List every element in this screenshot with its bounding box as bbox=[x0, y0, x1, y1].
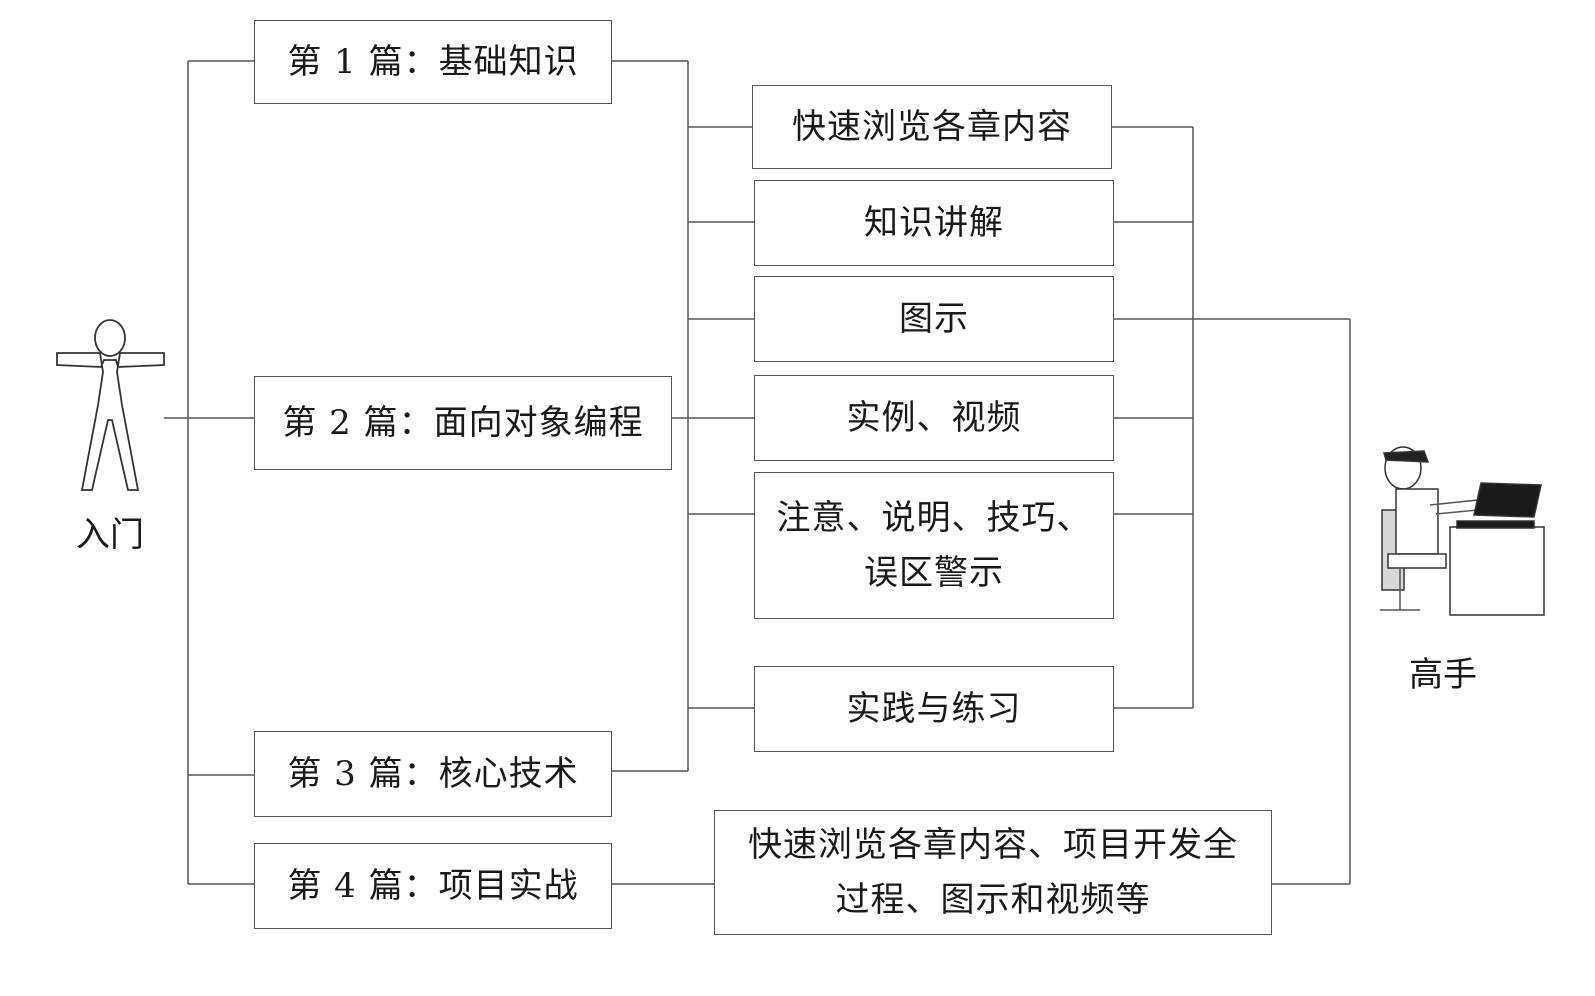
feature-box-notes-tips: 注意、说明、技巧、 误区警示 bbox=[754, 472, 1114, 619]
beginner-label: 入门 bbox=[76, 515, 144, 555]
beginner-figure-icon bbox=[56, 319, 165, 491]
expert-label: 高手 bbox=[1409, 655, 1477, 695]
project-features-box: 快速浏览各章内容、项目开发全 过程、图示和视频等 bbox=[714, 810, 1272, 935]
feature-box-practice: 实践与练习 bbox=[754, 666, 1114, 752]
feature-box-examples-videos: 实例、视频 bbox=[754, 375, 1114, 461]
feature-box-quick-browse: 快速浏览各章内容 bbox=[752, 85, 1112, 169]
part-3-box: 第 3 篇：核心技术 bbox=[254, 731, 612, 817]
part-1-box: 第 1 篇：基础知识 bbox=[254, 20, 612, 104]
feature-box-knowledge: 知识讲解 bbox=[754, 180, 1114, 266]
part-2-box: 第 2 篇：面向对象编程 bbox=[254, 376, 672, 470]
expert-at-computer-icon bbox=[1380, 446, 1545, 616]
feature-box-diagrams: 图示 bbox=[754, 276, 1114, 362]
part-4-box: 第 4 篇：项目实战 bbox=[254, 843, 612, 929]
